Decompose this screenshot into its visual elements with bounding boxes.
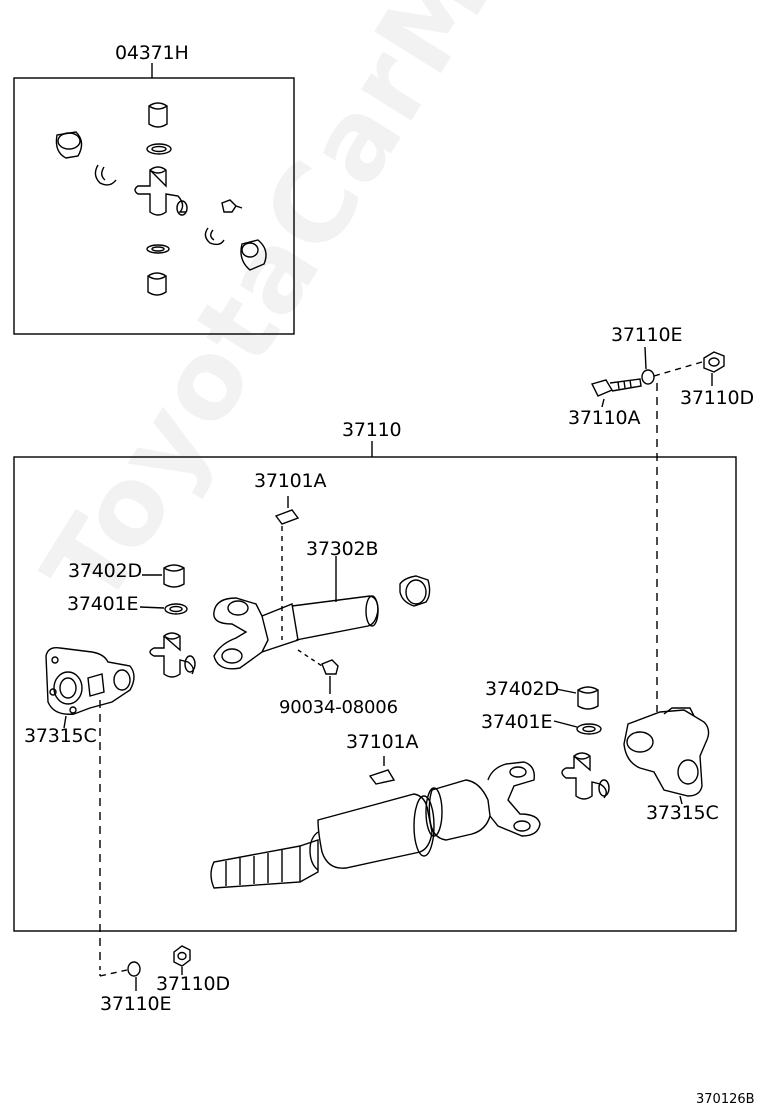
label-bolt-lower: 37110D <box>156 973 230 995</box>
balance-weight-bottom <box>368 769 396 785</box>
washer-37110E-lower <box>127 961 141 977</box>
kit-frame <box>13 77 295 335</box>
flange-yoke-37315C-left <box>45 646 135 715</box>
spider-right <box>561 752 610 800</box>
kit-bearing-cup-bottom <box>147 272 167 296</box>
figure-number: 370126B <box>696 1092 755 1107</box>
bearing-cup-37402D-right <box>577 686 599 710</box>
bolt-37110A <box>590 378 642 397</box>
bearing-cup-37402D-left <box>163 564 185 588</box>
kit-bearing-cup-left <box>55 131 83 159</box>
snap-ring-37401E-left <box>164 603 188 615</box>
label-snap-right: 37401E <box>481 711 553 733</box>
label-bearing-right: 37402D <box>485 678 559 700</box>
label-grease-fitting: 90034-08006 <box>279 697 398 718</box>
label-washer-lower: 37110E <box>100 993 172 1015</box>
kit-snap-ring-right <box>204 227 225 246</box>
nut-37110D-lower <box>173 945 191 967</box>
spider-left <box>149 632 196 678</box>
snap-ring-37401E-right <box>576 723 602 735</box>
label-assy: 37110 <box>342 419 402 441</box>
label-kit: 04371H <box>115 42 189 64</box>
balance-weight-top <box>274 509 300 525</box>
label-bolt: 37110A <box>568 407 641 429</box>
assembly-frame <box>13 456 737 932</box>
label-weight-bottom: 37101A <box>346 731 419 753</box>
grease-fitting-90034 <box>297 649 339 694</box>
nut-37110D <box>703 351 725 373</box>
kit-snap-ring-left <box>94 164 117 186</box>
label-snap-left: 37401E <box>67 593 139 615</box>
kit-bearing-cup-top <box>148 102 168 128</box>
label-nut: 37110D <box>680 387 754 409</box>
flange-yoke-37315C-right <box>623 707 710 797</box>
kit-spider <box>134 166 188 216</box>
kit-snap-ring-top <box>146 143 172 155</box>
dust-seal <box>399 575 431 607</box>
tube-yoke-37302B <box>213 595 379 670</box>
label-bearing-left: 37402D <box>68 560 142 582</box>
label-weight-top: 37101A <box>254 470 327 492</box>
label-flange-right: 37315C <box>646 802 719 824</box>
washer-37110E <box>641 369 655 385</box>
kit-snap-ring-bottom <box>146 244 170 254</box>
kit-grease-fitting <box>221 199 243 213</box>
label-tube: 37302B <box>306 538 379 560</box>
slip-yoke-shaft <box>210 761 541 889</box>
label-washer: 37110E <box>611 324 683 346</box>
label-flange-left: 37315C <box>24 725 97 747</box>
kit-bearing-cup-right <box>240 239 267 271</box>
